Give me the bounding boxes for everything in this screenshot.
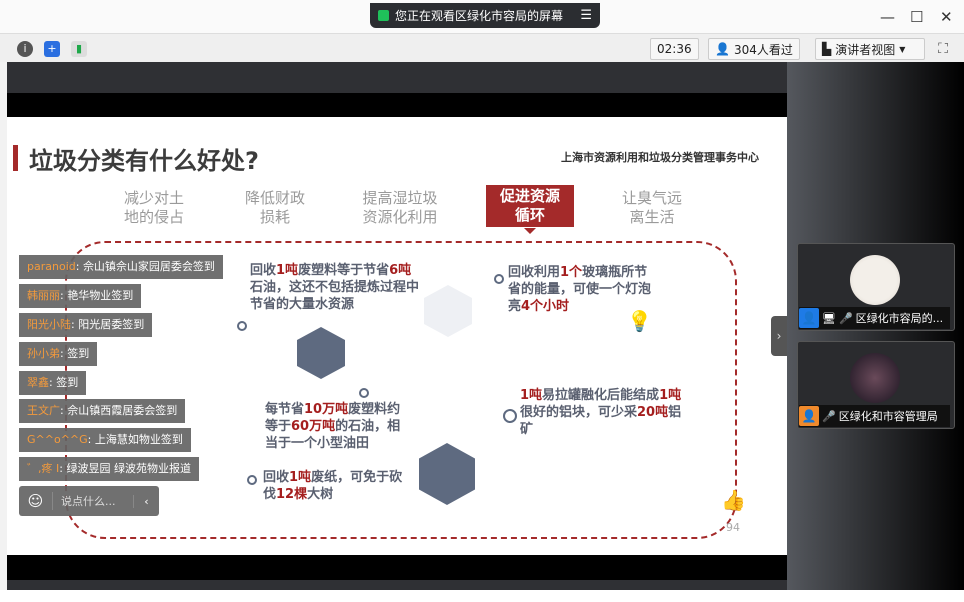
camera-icon <box>378 10 389 21</box>
participant-label: 👤 🖥 🎤 区绿化市容局的... <box>799 307 950 329</box>
toolbar: i + ▮ 02:36 👤304人看过 ▙演讲者视图▼ ⛶ <box>0 33 964 62</box>
share-notice-text: 您正在观看区绿化市容局的屏幕 <box>395 9 564 23</box>
shield-icon[interactable]: + <box>44 41 60 57</box>
microphone-icon: 🎤 <box>838 311 853 325</box>
tab-odor: 让臭气远离生活 <box>621 189 682 226</box>
signal-icon[interactable]: ▮ <box>71 41 87 57</box>
chat-message: ゛,疼 I: 绿波昱园 绿波苑物业报道 <box>19 457 199 481</box>
chat-message: paranoid: 佘山镇佘山家园居委会签到 <box>19 255 223 279</box>
avatar <box>850 255 900 305</box>
connector-dot <box>503 409 517 423</box>
emoji-icon[interactable]: ☺ <box>19 492 53 510</box>
like-count: 94 <box>726 521 740 534</box>
chat-input-bar: ☺ 说点什么... ‹ <box>19 486 159 516</box>
connector-dot <box>359 388 369 398</box>
participant-label: 👤 🎤 区绿化和市容管理局 <box>799 405 950 427</box>
tab-reduce-cost: 降低财政损耗 <box>244 189 305 226</box>
list-icon[interactable]: ☰ <box>580 8 592 23</box>
chat-message: 翠鑫: 签到 <box>19 371 87 395</box>
timer: 02:36 <box>650 38 699 60</box>
avatar <box>850 353 900 403</box>
fact-oilfield: 每节省10万吨废塑料约等于60万吨的石油，相当于一个小型油田 <box>265 402 401 451</box>
participant-tile[interactable]: 👤 🎤 区绿化和市容管理局 <box>797 341 955 429</box>
microphone-muted-icon: 🎤 <box>822 409 836 423</box>
user-icon: 👤 <box>799 406 819 426</box>
user-icon: 👤 <box>799 308 819 328</box>
connector-dot <box>494 274 504 284</box>
tab-wet-waste: 提高湿垃圾资源化利用 <box>362 189 438 226</box>
viewers-count: 304人看过 <box>733 42 793 57</box>
presentation-slide: 垃圾分类有什么好处? 上海市资源利用和垃圾分类管理事务中心 减少对土地的侵占 降… <box>7 117 787 555</box>
chevron-down-icon: ▼ <box>899 44 906 54</box>
tab-resource-cycle: 促进资源循环 <box>486 185 574 234</box>
fullscreen-icon[interactable]: ⛶ <box>938 41 948 57</box>
view-mode-dropdown[interactable]: ▙演讲者视图▼ <box>815 38 925 60</box>
connector-dot <box>247 475 257 485</box>
chat-message: 孙小弟: 签到 <box>19 342 98 366</box>
info-icon[interactable]: i <box>17 41 33 57</box>
fact-paper: 回收1吨废纸，可免于砍伐12棵大树 <box>263 470 403 502</box>
fact-can: 1吨易拉罐融化后能结成1吨很好的铝块，可少采20吨铝矿 <box>520 388 682 437</box>
chat-message: G^^o^^G: 上海慧如物业签到 <box>19 428 191 452</box>
collapse-chat-button[interactable]: ‹ <box>133 494 159 508</box>
organization-name: 上海市资源利用和垃圾分类管理事务中心 <box>561 151 759 164</box>
screen-share-icon: 🖥 <box>822 311 836 325</box>
fact-glass: 回收利用1个玻璃瓶所节省的能量，可使一个灯泡亮4个小时 <box>508 265 652 314</box>
maximize-button[interactable]: ☐ <box>910 8 924 26</box>
title-accent <box>13 145 18 171</box>
participant-name: 区绿化市容局的... <box>855 312 944 325</box>
tab-reduce-land: 减少对土地的侵占 <box>123 189 184 226</box>
chat-input[interactable]: 说点什么... <box>61 495 116 508</box>
viewers-button[interactable]: 👤304人看过 <box>708 38 800 60</box>
view-mode-label: 演讲者视图 <box>835 42 896 57</box>
collapse-panel-button[interactable]: › <box>771 316 787 356</box>
layout-icon: ▙ <box>822 42 832 56</box>
participant-tile[interactable]: 👤 🖥 🎤 区绿化市容局的... <box>797 243 955 331</box>
title-bar: 您正在观看区绿化市容局的屏幕 ☰ — ☐ ✕ <box>0 0 964 33</box>
minimize-button[interactable]: — <box>880 8 895 26</box>
bottom-toolbar <box>0 590 964 602</box>
like-icon[interactable]: 👍 <box>721 488 746 512</box>
letterbox-top <box>7 93 787 117</box>
slide-title: 垃圾分类有什么好处? <box>29 147 259 175</box>
share-notice: 您正在观看区绿化市容局的屏幕 ☰ <box>370 3 600 28</box>
participant-name: 区绿化和市容管理局 <box>838 410 938 423</box>
can-icon <box>419 443 475 505</box>
fact-plastic: 回收1吨废塑料等于节省6吨石油，这还不包括提炼过程中节省的大量水资源 <box>250 263 420 312</box>
lightbulb-icons: 💡 <box>627 309 652 333</box>
chat-message: 韩丽丽: 艳华物业签到 <box>19 284 142 308</box>
people-icon: 👤 <box>715 42 730 56</box>
chat-message: 阳光小陆: 阳光居委签到 <box>19 313 153 337</box>
connector-dot <box>237 321 247 331</box>
close-button[interactable]: ✕ <box>940 8 953 26</box>
chat-message: 王文广: 佘山镇西霞居委会签到 <box>19 399 186 423</box>
letterbox-bottom <box>7 555 787 580</box>
